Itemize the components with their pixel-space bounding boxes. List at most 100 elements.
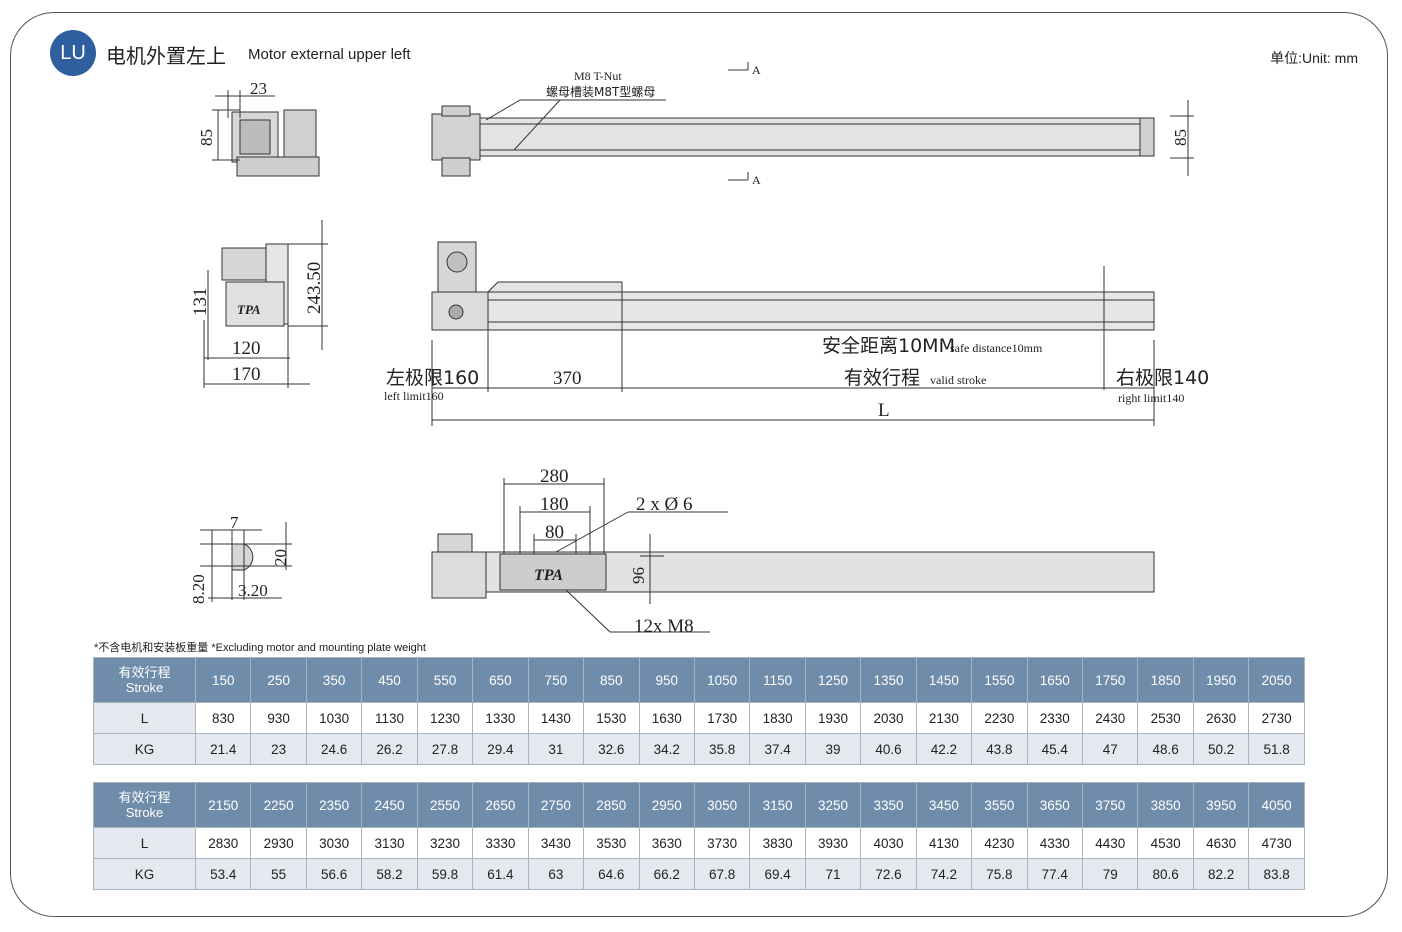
length-cell: 1730 xyxy=(693,702,751,734)
weight-cell: 82.2 xyxy=(1192,858,1250,890)
weight-cell: 35.8 xyxy=(693,733,751,765)
dim-170: 170 xyxy=(232,364,261,385)
stroke-header-en: Stroke xyxy=(125,680,164,695)
length-cell: 1530 xyxy=(583,702,640,734)
weight-cell: 58.2 xyxy=(361,858,418,890)
length-cell: 2830 xyxy=(194,827,252,859)
weight-cell: 45.4 xyxy=(1026,733,1084,765)
weight-cell: 43.8 xyxy=(971,733,1028,765)
stroke-header-zh: 有效行程 xyxy=(118,665,171,680)
length-cell: 930 xyxy=(250,702,307,734)
length-label-cell: L xyxy=(93,702,196,734)
length-cell: 2430 xyxy=(1081,702,1139,734)
weight-note: *不含电机和安装板重量 *Excluding motor and mountin… xyxy=(94,642,426,654)
end-view-top xyxy=(212,90,320,177)
dim-8-20: 8.20 xyxy=(189,574,208,604)
length-cell: 2130 xyxy=(915,702,973,734)
unit-label: 单位:Unit: mm xyxy=(1270,50,1358,66)
length-cell: 3730 xyxy=(693,827,751,859)
stroke-cell: 550 xyxy=(416,657,474,703)
length-cell: 1830 xyxy=(749,702,806,734)
weight-cell: 50.2 xyxy=(1192,733,1250,765)
weight-cell: 29.4 xyxy=(472,733,529,765)
left-limit-en: left limit160 xyxy=(384,389,444,403)
length-cell: 3230 xyxy=(416,827,474,859)
weight-cell: 79 xyxy=(1081,858,1139,890)
length-cell: 3630 xyxy=(638,827,695,859)
page-frame xyxy=(10,12,1388,917)
stroke-cell: 3850 xyxy=(1137,782,1194,828)
stroke-cell: 3150 xyxy=(749,782,806,828)
weight-cell: 67.8 xyxy=(693,858,751,890)
holes-label: 2 x Ø 6 xyxy=(636,494,692,515)
stroke-header-en: Stroke xyxy=(125,805,164,820)
stroke-cell: 1750 xyxy=(1081,657,1139,703)
weight-cell: 64.6 xyxy=(583,858,640,890)
weight-cell: 51.8 xyxy=(1248,733,1305,765)
tpa-logo-bottom: TPA xyxy=(534,567,563,584)
section-a-top: A xyxy=(752,63,761,77)
length-cell: 1630 xyxy=(638,702,695,734)
length-cell: 3030 xyxy=(305,827,363,859)
nut-label-zh: 螺母槽装M8T型螺母 xyxy=(546,85,655,99)
bottom-view-actuator xyxy=(431,478,1155,633)
weight-cell: 48.6 xyxy=(1137,733,1194,765)
left-limit-zh: 左极限160 xyxy=(386,367,479,389)
stroke-cell: 150 xyxy=(194,657,252,703)
dim-180: 180 xyxy=(540,494,569,515)
right-limit-en: right limit140 xyxy=(1118,391,1184,405)
stroke-cell: 350 xyxy=(305,657,363,703)
stroke-cell: 3550 xyxy=(971,782,1028,828)
dim-131: 131 xyxy=(190,288,211,317)
stroke-cell: 2750 xyxy=(527,782,585,828)
stroke-cell: 2450 xyxy=(361,782,418,828)
stroke-cell: 2950 xyxy=(638,782,695,828)
weight-cell: 59.8 xyxy=(416,858,474,890)
stroke-cell: 2850 xyxy=(583,782,640,828)
length-cell: 3430 xyxy=(527,827,585,859)
stroke-cell: 250 xyxy=(250,657,307,703)
length-cell: 3330 xyxy=(472,827,529,859)
weight-cell: 53.4 xyxy=(194,858,252,890)
length-cell: 3130 xyxy=(361,827,418,859)
weight-cell: 34.2 xyxy=(638,733,695,765)
weight-cell: 26.2 xyxy=(361,733,418,765)
length-cell: 1130 xyxy=(361,702,418,734)
length-cell: 2530 xyxy=(1137,702,1194,734)
weight-cell: 27.8 xyxy=(416,733,474,765)
dim-80: 80 xyxy=(545,522,564,543)
length-cell: 2330 xyxy=(1026,702,1084,734)
dim-280: 280 xyxy=(540,466,569,487)
stroke-cell: 1350 xyxy=(860,657,917,703)
length-cell: 3830 xyxy=(749,827,806,859)
dim-370: 370 xyxy=(553,368,582,389)
stroke-cell: 2150 xyxy=(194,782,252,828)
weight-cell: 80.6 xyxy=(1137,858,1194,890)
stroke-cell: 950 xyxy=(638,657,695,703)
length-cell: 2930 xyxy=(250,827,307,859)
valid-stroke-zh: 有效行程 xyxy=(844,367,920,389)
safe-distance-en: safe distance10mm xyxy=(950,341,1043,355)
stroke-cell: 1850 xyxy=(1137,657,1194,703)
stroke-cell: 3750 xyxy=(1081,782,1139,828)
side-view-motor xyxy=(203,220,328,388)
length-cell: 1430 xyxy=(527,702,585,734)
dim-7: 7 xyxy=(230,513,239,532)
weight-cell: 66.2 xyxy=(638,858,695,890)
weight-cell: 69.4 xyxy=(749,858,806,890)
length-cell: 4230 xyxy=(971,827,1028,859)
length-cell: 1330 xyxy=(472,702,529,734)
stroke-cell: 1250 xyxy=(804,657,862,703)
length-cell: 3930 xyxy=(804,827,862,859)
model-badge: LU xyxy=(50,30,96,76)
length-cell: 2630 xyxy=(1192,702,1250,734)
stroke-cell: 1650 xyxy=(1026,657,1084,703)
